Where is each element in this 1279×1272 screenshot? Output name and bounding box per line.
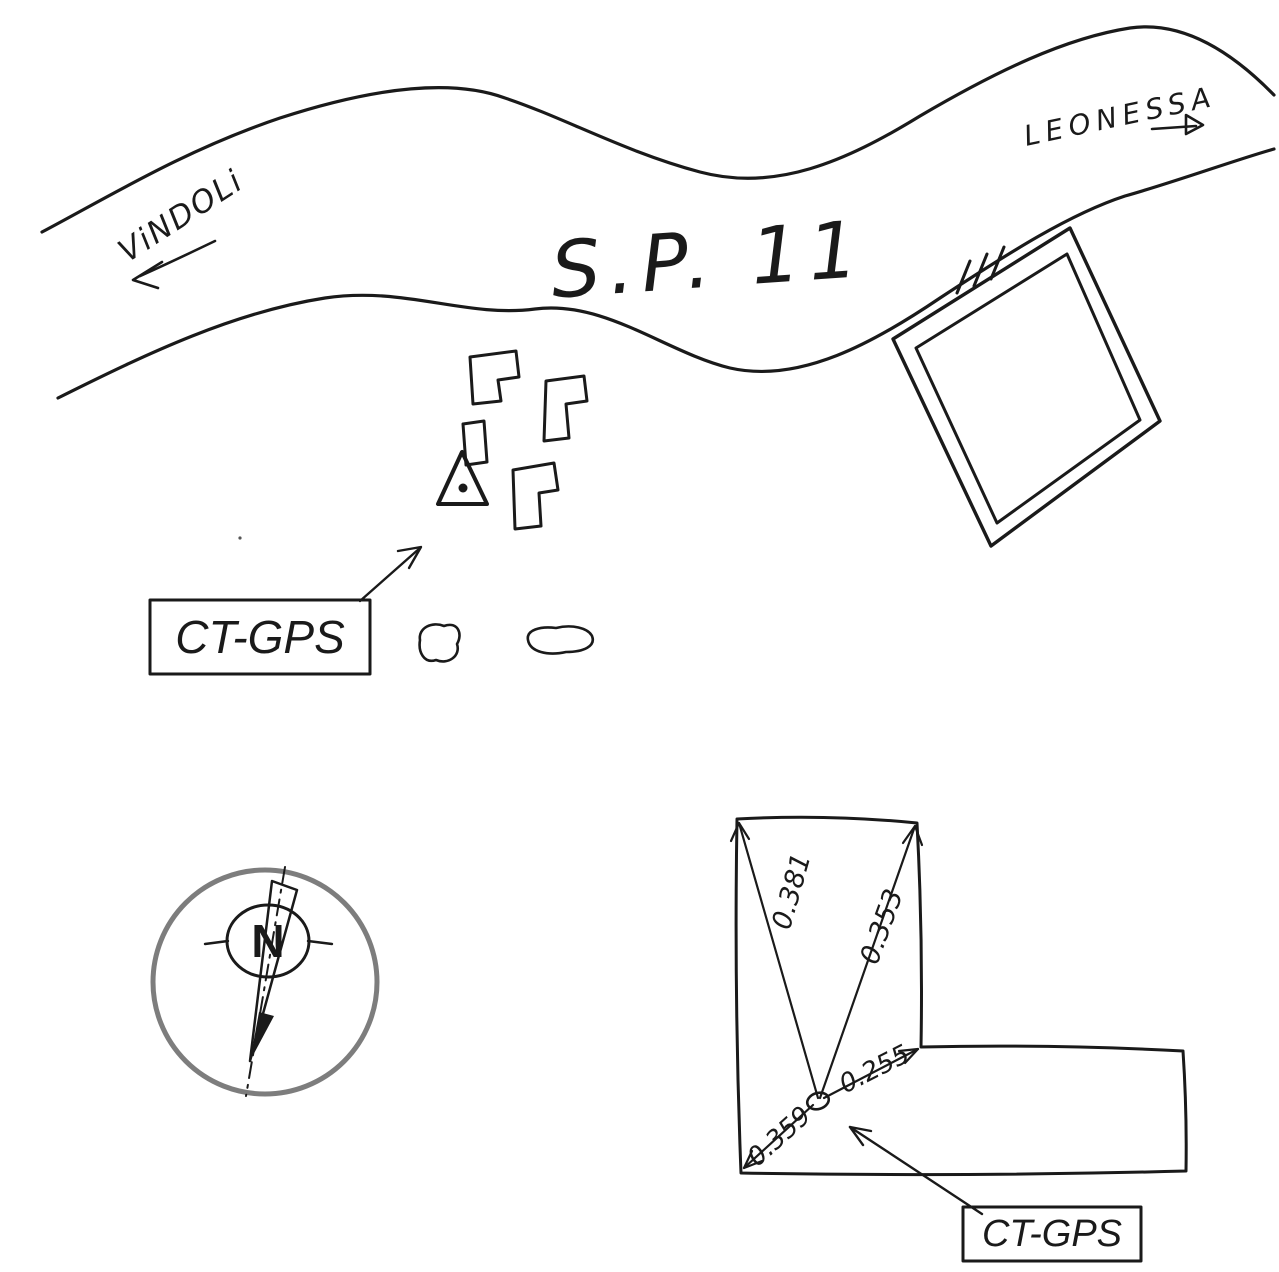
road-label: S.P. 11 — [548, 205, 869, 317]
building-outline — [468, 349, 521, 406]
detail-callout-leader-line — [848, 1125, 984, 1216]
leonessa-arrow — [1150, 124, 1198, 131]
measurement-label-top-left: 0.381 — [766, 850, 817, 933]
detail-station-label-box — [961, 1205, 1143, 1263]
measurement-label-bottom-left: 0.359 — [742, 1101, 817, 1173]
ground-marks — [238, 536, 595, 663]
compass-outer-ring — [150, 867, 380, 1097]
measure-arrowhead-icon — [742, 1149, 764, 1170]
callout-arrowhead-icon — [396, 545, 423, 570]
building-outline — [511, 461, 560, 531]
road-upper-edge — [40, 25, 1276, 234]
direction-vindoli-label: ViNDOLi — [112, 163, 250, 270]
detail-diagram: 0.381 0.353 0.255 0.359 CT-GPS — [729, 815, 1188, 1263]
measurement-label-inner-corner: 0.255 — [835, 1039, 915, 1100]
blob-outline — [418, 623, 461, 663]
detail-station-label: CT-GPS — [982, 1213, 1122, 1255]
measure-arrowhead-icon — [901, 824, 924, 847]
measure-arrowhead-icon — [897, 1047, 920, 1065]
compass: N — [150, 866, 380, 1097]
leonessa-arrowhead-icon — [1184, 113, 1205, 136]
compass-side-ticks — [203, 939, 334, 946]
measure-line-inner-corner — [822, 1047, 920, 1100]
station-label: CT-GPS — [175, 611, 345, 663]
vindoli-arrowhead-icon — [131, 260, 164, 290]
station-label-box — [148, 598, 372, 676]
enclosure-inner-wall — [914, 252, 1142, 525]
stray-mark — [238, 536, 242, 540]
station-dot-icon — [458, 483, 468, 493]
road-lower-edge — [56, 147, 1276, 400]
walled-enclosure — [891, 226, 1162, 548]
direction-leonessa: LEONESSA — [1021, 80, 1219, 153]
enclosure-outer-wall — [891, 226, 1162, 548]
measure-line-top-right — [818, 824, 917, 1100]
detail-callout-arrowhead-icon — [848, 1125, 873, 1147]
building-outline — [542, 374, 589, 443]
building-outline — [461, 419, 489, 467]
map-station-callout: CT-GPS — [148, 545, 423, 676]
gate-tick-marks — [955, 245, 1006, 295]
detail-station-point-icon — [805, 1091, 831, 1111]
measure-line-top-left — [737, 821, 820, 1100]
station-triangle-icon — [436, 450, 489, 506]
blob-outline — [526, 625, 595, 655]
vindoli-arrow — [138, 239, 217, 278]
north-label: N — [251, 915, 284, 967]
callout-leader-line — [358, 546, 422, 603]
building-cluster — [461, 349, 589, 531]
measure-arrowhead-icon — [729, 821, 751, 843]
compass-axis-line — [245, 866, 286, 1097]
road: S.P. 11 — [40, 25, 1276, 400]
station-marker — [436, 450, 489, 506]
measurement-label-top-right: 0.353 — [854, 885, 910, 968]
building-corner-outline — [734, 815, 1188, 1177]
measure-line-bottom-left — [742, 1103, 815, 1170]
north-needle-tip — [250, 1012, 274, 1061]
north-needle-outline — [248, 879, 299, 1063]
